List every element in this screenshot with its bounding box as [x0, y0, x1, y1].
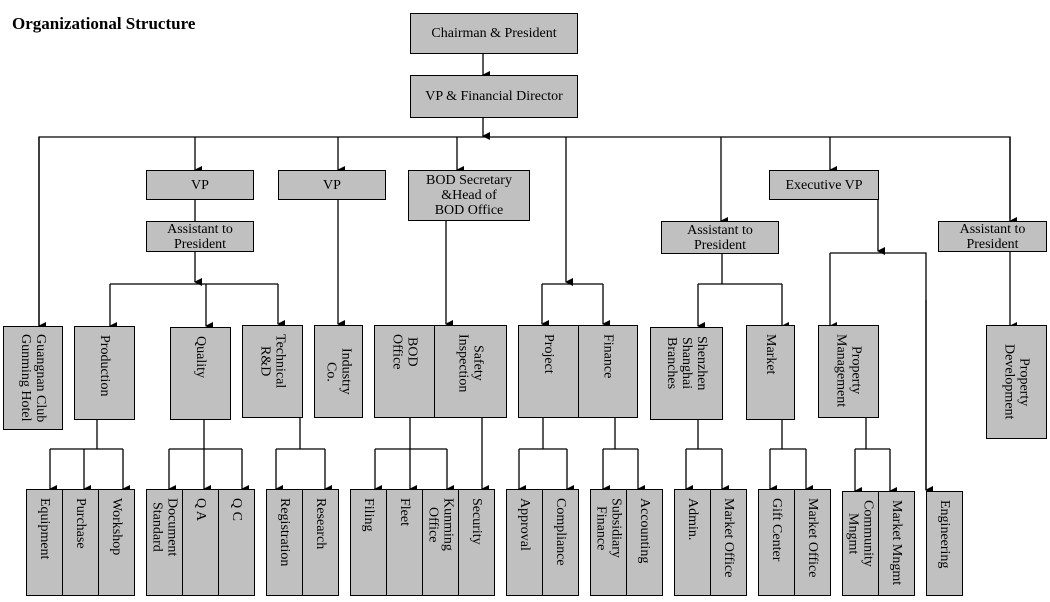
node-label: BOD Secretary &Head of BOD Office	[426, 173, 512, 218]
node-accounting[interactable]: Accounting	[626, 489, 663, 596]
node-label: Executive VP	[785, 177, 863, 193]
node-label: Compliance	[553, 498, 568, 566]
node-gift-center[interactable]: Gift Center	[758, 489, 795, 596]
node-label: Project	[541, 334, 556, 374]
node-chairman[interactable]: Chairman & President	[410, 13, 578, 54]
node-label: Registration	[277, 498, 292, 567]
node-vp-2[interactable]: VP	[278, 170, 386, 200]
node-executive-vp[interactable]: Executive VP	[769, 170, 879, 200]
node-label: Q A	[193, 498, 208, 521]
node-label: Document Standard	[149, 498, 180, 557]
node-property-management[interactable]: Property Management	[818, 325, 879, 418]
node-label: Approval	[517, 498, 532, 551]
node-label: Finance	[600, 334, 616, 379]
node-label: Purchase	[73, 498, 88, 549]
node-approval[interactable]: Approval	[506, 489, 543, 596]
node-label: BOD Office	[389, 334, 420, 370]
node-label: Market Office	[721, 498, 736, 578]
node-safety-inspection[interactable]: Safety Inspection	[434, 325, 507, 418]
node-label: Engineering	[937, 500, 952, 569]
node-property-development[interactable]: Property Development	[986, 325, 1047, 439]
node-purchase[interactable]: Purchase	[62, 489, 99, 596]
node-security[interactable]: Security	[458, 489, 495, 596]
node-label: Quality	[193, 336, 208, 378]
node-label: Kunming Office	[425, 498, 456, 551]
node-qa[interactable]: Q A	[182, 489, 219, 596]
node-finance[interactable]: Finance	[578, 325, 638, 418]
node-assistant-to-president-3[interactable]: Assistant to President	[938, 221, 1047, 252]
node-label: VP & Financial Director	[425, 89, 563, 104]
node-label: Community Mngmt	[845, 500, 876, 567]
node-label: Q C	[229, 498, 244, 521]
node-equipment[interactable]: Equipment	[26, 489, 63, 596]
node-market-mngmt[interactable]: Market Mngmt	[878, 491, 915, 596]
node-vp-1[interactable]: VP	[146, 170, 254, 200]
node-guangnan-club[interactable]: Guangnan Club Gunming Hotel	[3, 326, 63, 430]
node-label: Market	[763, 334, 778, 375]
node-workshop[interactable]: Workshop	[98, 489, 135, 596]
node-filing[interactable]: Filing	[350, 489, 387, 596]
node-industry-co[interactable]: Industry Co.	[314, 325, 363, 418]
node-label: Assistant to President	[687, 222, 753, 253]
node-project[interactable]: Project	[518, 325, 579, 418]
node-label: Market Mngmt	[889, 500, 904, 586]
node-admin[interactable]: Admin.	[674, 489, 711, 596]
node-label: Fleet	[397, 498, 412, 526]
node-research[interactable]: Research	[302, 489, 339, 596]
page-title: Organizational Structure	[12, 14, 196, 33]
node-quality[interactable]: Quality	[170, 327, 231, 420]
node-label: Technical R&D	[257, 334, 288, 389]
node-label: Production	[97, 335, 112, 397]
node-label: Gift Center	[769, 498, 784, 562]
node-engineering[interactable]: Engineering	[926, 491, 963, 596]
node-registration[interactable]: Registration	[266, 489, 303, 596]
node-qc[interactable]: Q C	[218, 489, 255, 596]
node-label: Assistant to President	[167, 221, 233, 252]
node-technical-rd[interactable]: Technical R&D	[242, 325, 303, 418]
node-label: Workshop	[109, 498, 124, 556]
node-market-office-1[interactable]: Market Office	[710, 489, 747, 596]
node-kunming-office[interactable]: Kunming Office	[422, 489, 459, 596]
node-subsidiary-finance[interactable]: Subsidiary Finance	[590, 489, 627, 596]
node-compliance[interactable]: Compliance	[542, 489, 579, 596]
node-label: Assistant to President	[959, 221, 1026, 252]
node-label: Subsidiary Finance	[593, 498, 624, 558]
node-market[interactable]: Market	[746, 325, 795, 420]
node-bod-secretary[interactable]: BOD Secretary &Head of BOD Office	[408, 170, 530, 221]
node-label: Shenzhen Shanghai Branches	[664, 336, 709, 391]
node-label: Filing	[361, 498, 376, 532]
node-label: Market Office	[805, 498, 820, 578]
node-label: VP	[191, 177, 209, 193]
node-label: Research	[313, 498, 328, 550]
node-label: Industry Co.	[323, 348, 354, 395]
node-label: Guangnan Club Gunming Hotel	[18, 333, 48, 423]
node-vp-financial-director[interactable]: VP & Financial Director	[410, 75, 578, 118]
node-assistant-to-president-2[interactable]: Assistant to President	[661, 221, 779, 254]
node-community-mngmt[interactable]: Community Mngmt	[842, 491, 879, 596]
node-label: Admin.	[685, 498, 700, 541]
node-fleet[interactable]: Fleet	[386, 489, 423, 596]
node-label: Property Management	[833, 334, 864, 408]
node-label: Chairman & President	[431, 26, 557, 41]
node-market-office-2[interactable]: Market Office	[794, 489, 831, 596]
node-bod-office[interactable]: BOD Office	[374, 325, 435, 418]
node-document-standard[interactable]: Document Standard	[146, 489, 183, 596]
node-label: Property Development	[1001, 344, 1032, 420]
node-label: Equipment	[37, 498, 52, 560]
node-production[interactable]: Production	[74, 326, 135, 420]
node-label: Safety Inspection	[455, 334, 486, 393]
node-label: VP	[323, 177, 341, 193]
node-label: Accounting	[637, 498, 652, 564]
node-label: Security	[469, 498, 484, 545]
node-assistant-to-president-1[interactable]: Assistant to President	[146, 221, 254, 252]
node-shenzhen-shanghai-branches[interactable]: Shenzhen Shanghai Branches	[650, 327, 723, 420]
